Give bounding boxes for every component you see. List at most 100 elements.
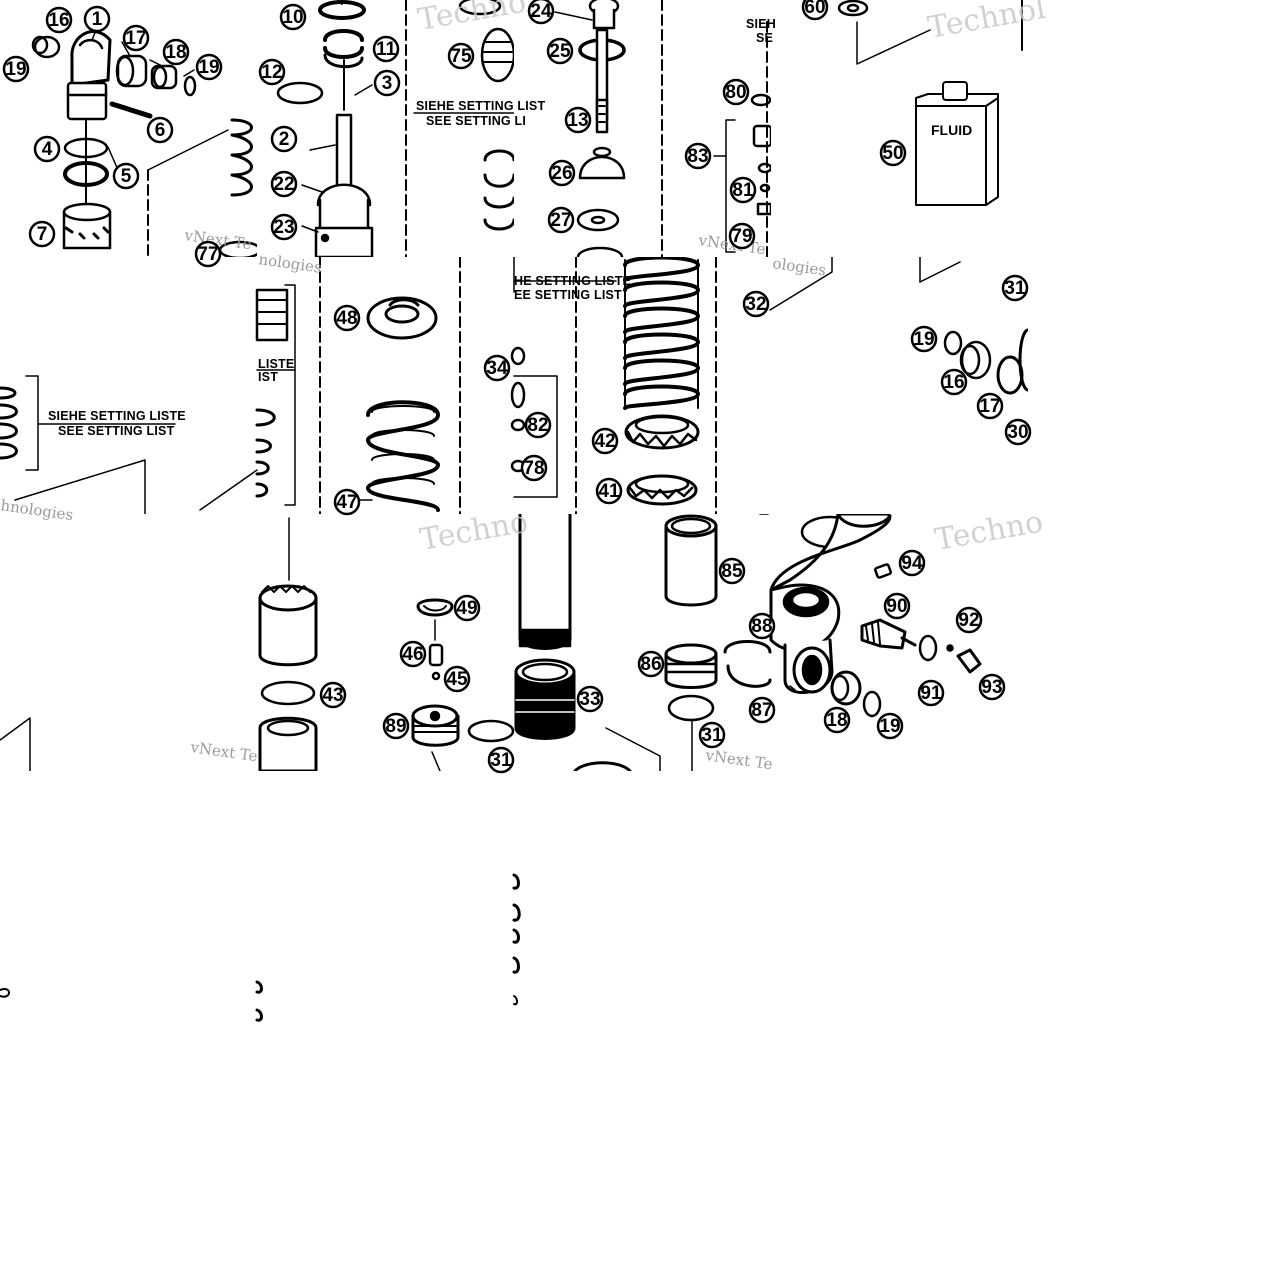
note-setting-de-4: LISTE: [258, 357, 294, 371]
callout-circle: [564, 106, 592, 134]
callout-circle: [45, 6, 73, 34]
callout-number: 12: [261, 62, 282, 83]
tile-r1c2: [276, 0, 514, 257]
callout-number: 18: [826, 710, 847, 731]
callout-number: 10: [282, 7, 303, 28]
callout-number: 49: [456, 598, 477, 619]
callout-circle: [548, 159, 576, 187]
callout-1: 1: [83, 5, 111, 33]
callout-circle: [684, 142, 712, 170]
callout-32: 32: [742, 290, 770, 318]
fluid-label: FLUID: [931, 122, 972, 138]
callout-number: 6: [155, 120, 166, 141]
callout-26: 26: [548, 159, 576, 187]
callout-19: 19: [910, 325, 938, 353]
callout-86: 86: [637, 650, 665, 678]
callout-number: 17: [979, 396, 1000, 417]
callout-89: 89: [382, 712, 410, 740]
watermark-vnext-4: vNext Te: [703, 746, 773, 773]
callout-88: 88: [748, 612, 776, 640]
callout-number: 31: [1004, 278, 1026, 299]
callout-number: 89: [385, 716, 406, 737]
callout-number: 42: [594, 431, 615, 452]
callout-number: 16: [48, 10, 69, 31]
callout-circle: [443, 665, 471, 693]
callout-circle: [917, 679, 945, 707]
callout-46: 46: [399, 640, 427, 668]
callout-number: 19: [879, 716, 900, 737]
callout-87: 87: [748, 696, 776, 724]
callout-circle: [748, 612, 776, 640]
callout-circle: [876, 712, 904, 740]
callout-49: 49: [453, 594, 481, 622]
callout-circle: [162, 38, 190, 66]
callout-circle: [33, 135, 61, 163]
callout-circle: [955, 606, 983, 634]
callout-22: 22: [270, 170, 298, 198]
callout-circle: [382, 712, 410, 740]
callout-79: 79: [728, 222, 756, 250]
callout-75: 75: [447, 42, 475, 70]
callout-number: 88: [751, 616, 772, 637]
callout-circle: [978, 673, 1006, 701]
callout-circle: [372, 35, 400, 63]
callout-23: 23: [270, 213, 298, 241]
callout-41: 41: [595, 477, 623, 505]
tile-row2: [0, 257, 1028, 514]
callout-93: 93: [978, 673, 1006, 701]
callout-number: 50: [882, 143, 903, 164]
callout-34: 34: [483, 354, 511, 382]
callout-number: 26: [551, 163, 572, 184]
watermark-ologies-3: hnologies: [0, 496, 74, 524]
callout-number: 33: [579, 689, 600, 710]
callout-circle: [637, 650, 665, 678]
callout-number: 17: [125, 28, 146, 49]
callout-circle: [976, 392, 1004, 420]
callout-circle: [319, 681, 347, 709]
callout-number: 77: [197, 244, 218, 265]
callout-30: 30: [1004, 418, 1032, 446]
callout-18: 18: [823, 706, 851, 734]
callout-circle: [112, 162, 140, 190]
callout-circle: [524, 411, 552, 439]
callout-circle: [576, 685, 604, 713]
callout-number: 48: [336, 308, 357, 329]
note-setting-en-5: EE SETTING LIST: [514, 288, 622, 302]
callout-circle: [527, 0, 555, 25]
callout-circle: [898, 549, 926, 577]
callout-circle: [194, 240, 222, 268]
callout-25: 25: [546, 37, 574, 65]
callout-circle: [122, 24, 150, 52]
callout-2: 2: [270, 125, 298, 153]
callout-27: 27: [547, 206, 575, 234]
callout-92: 92: [955, 606, 983, 634]
callout-19: 19: [876, 712, 904, 740]
note-setting-de-1: SIEHE SETTING LIST: [416, 99, 545, 113]
callout-60: 60: [801, 0, 829, 21]
callout-circle: [258, 58, 286, 86]
callout-number: 91: [920, 683, 942, 704]
callout-number: 31: [490, 750, 512, 771]
callout-number: 19: [5, 59, 26, 80]
callout-number: 25: [549, 41, 571, 62]
callout-81: 81: [729, 176, 757, 204]
callout-number: 85: [721, 561, 743, 582]
callout-number: 92: [958, 610, 979, 631]
callout-4: 4: [33, 135, 61, 163]
callout-number: 2: [279, 129, 290, 150]
callout-12: 12: [258, 58, 286, 86]
callout-circle: [399, 640, 427, 668]
callout-number: 16: [943, 372, 964, 393]
watermark-ologies-2: nologies: [257, 250, 322, 277]
callout-circle: [270, 125, 298, 153]
callout-number: 30: [1007, 422, 1028, 443]
callout-circle: [373, 69, 401, 97]
tile-r1c1: [31, 29, 257, 257]
callout-18: 18: [162, 38, 190, 66]
tile-row3: [0, 514, 982, 771]
note-setting-de-2: SIEH: [746, 17, 776, 31]
callout-number: 79: [731, 226, 752, 247]
callout-circle: [801, 0, 829, 21]
